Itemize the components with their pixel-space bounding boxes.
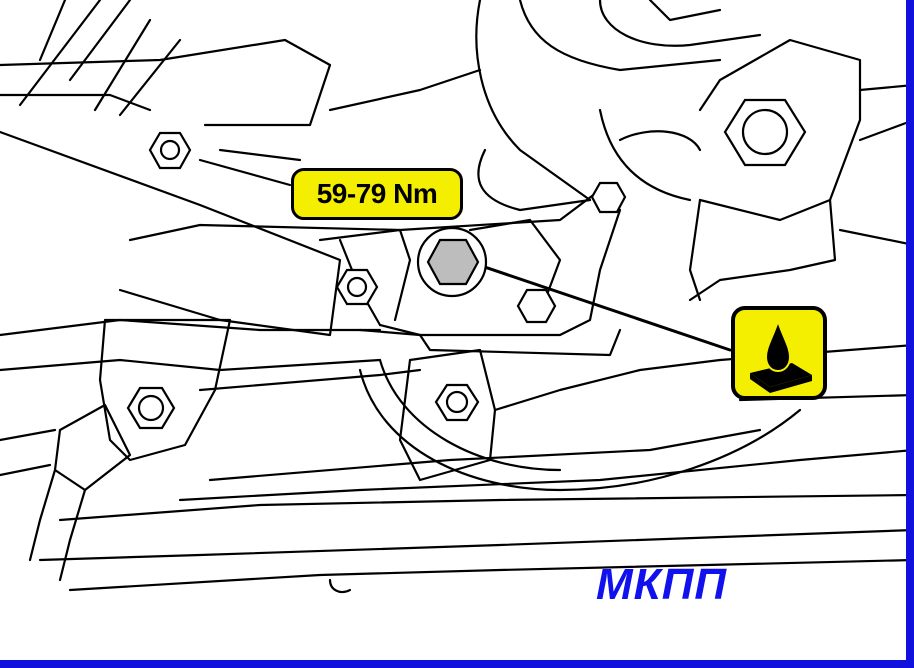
frame-bottom-border	[0, 660, 914, 668]
oil-drop-icon	[730, 305, 828, 401]
frame-right-border	[906, 0, 914, 668]
bolt-group	[126, 98, 807, 430]
oil-plug	[416, 226, 488, 298]
torque-callout: 59-79 Nm	[291, 168, 463, 220]
transmission-type-label: МКПП	[596, 560, 727, 609]
